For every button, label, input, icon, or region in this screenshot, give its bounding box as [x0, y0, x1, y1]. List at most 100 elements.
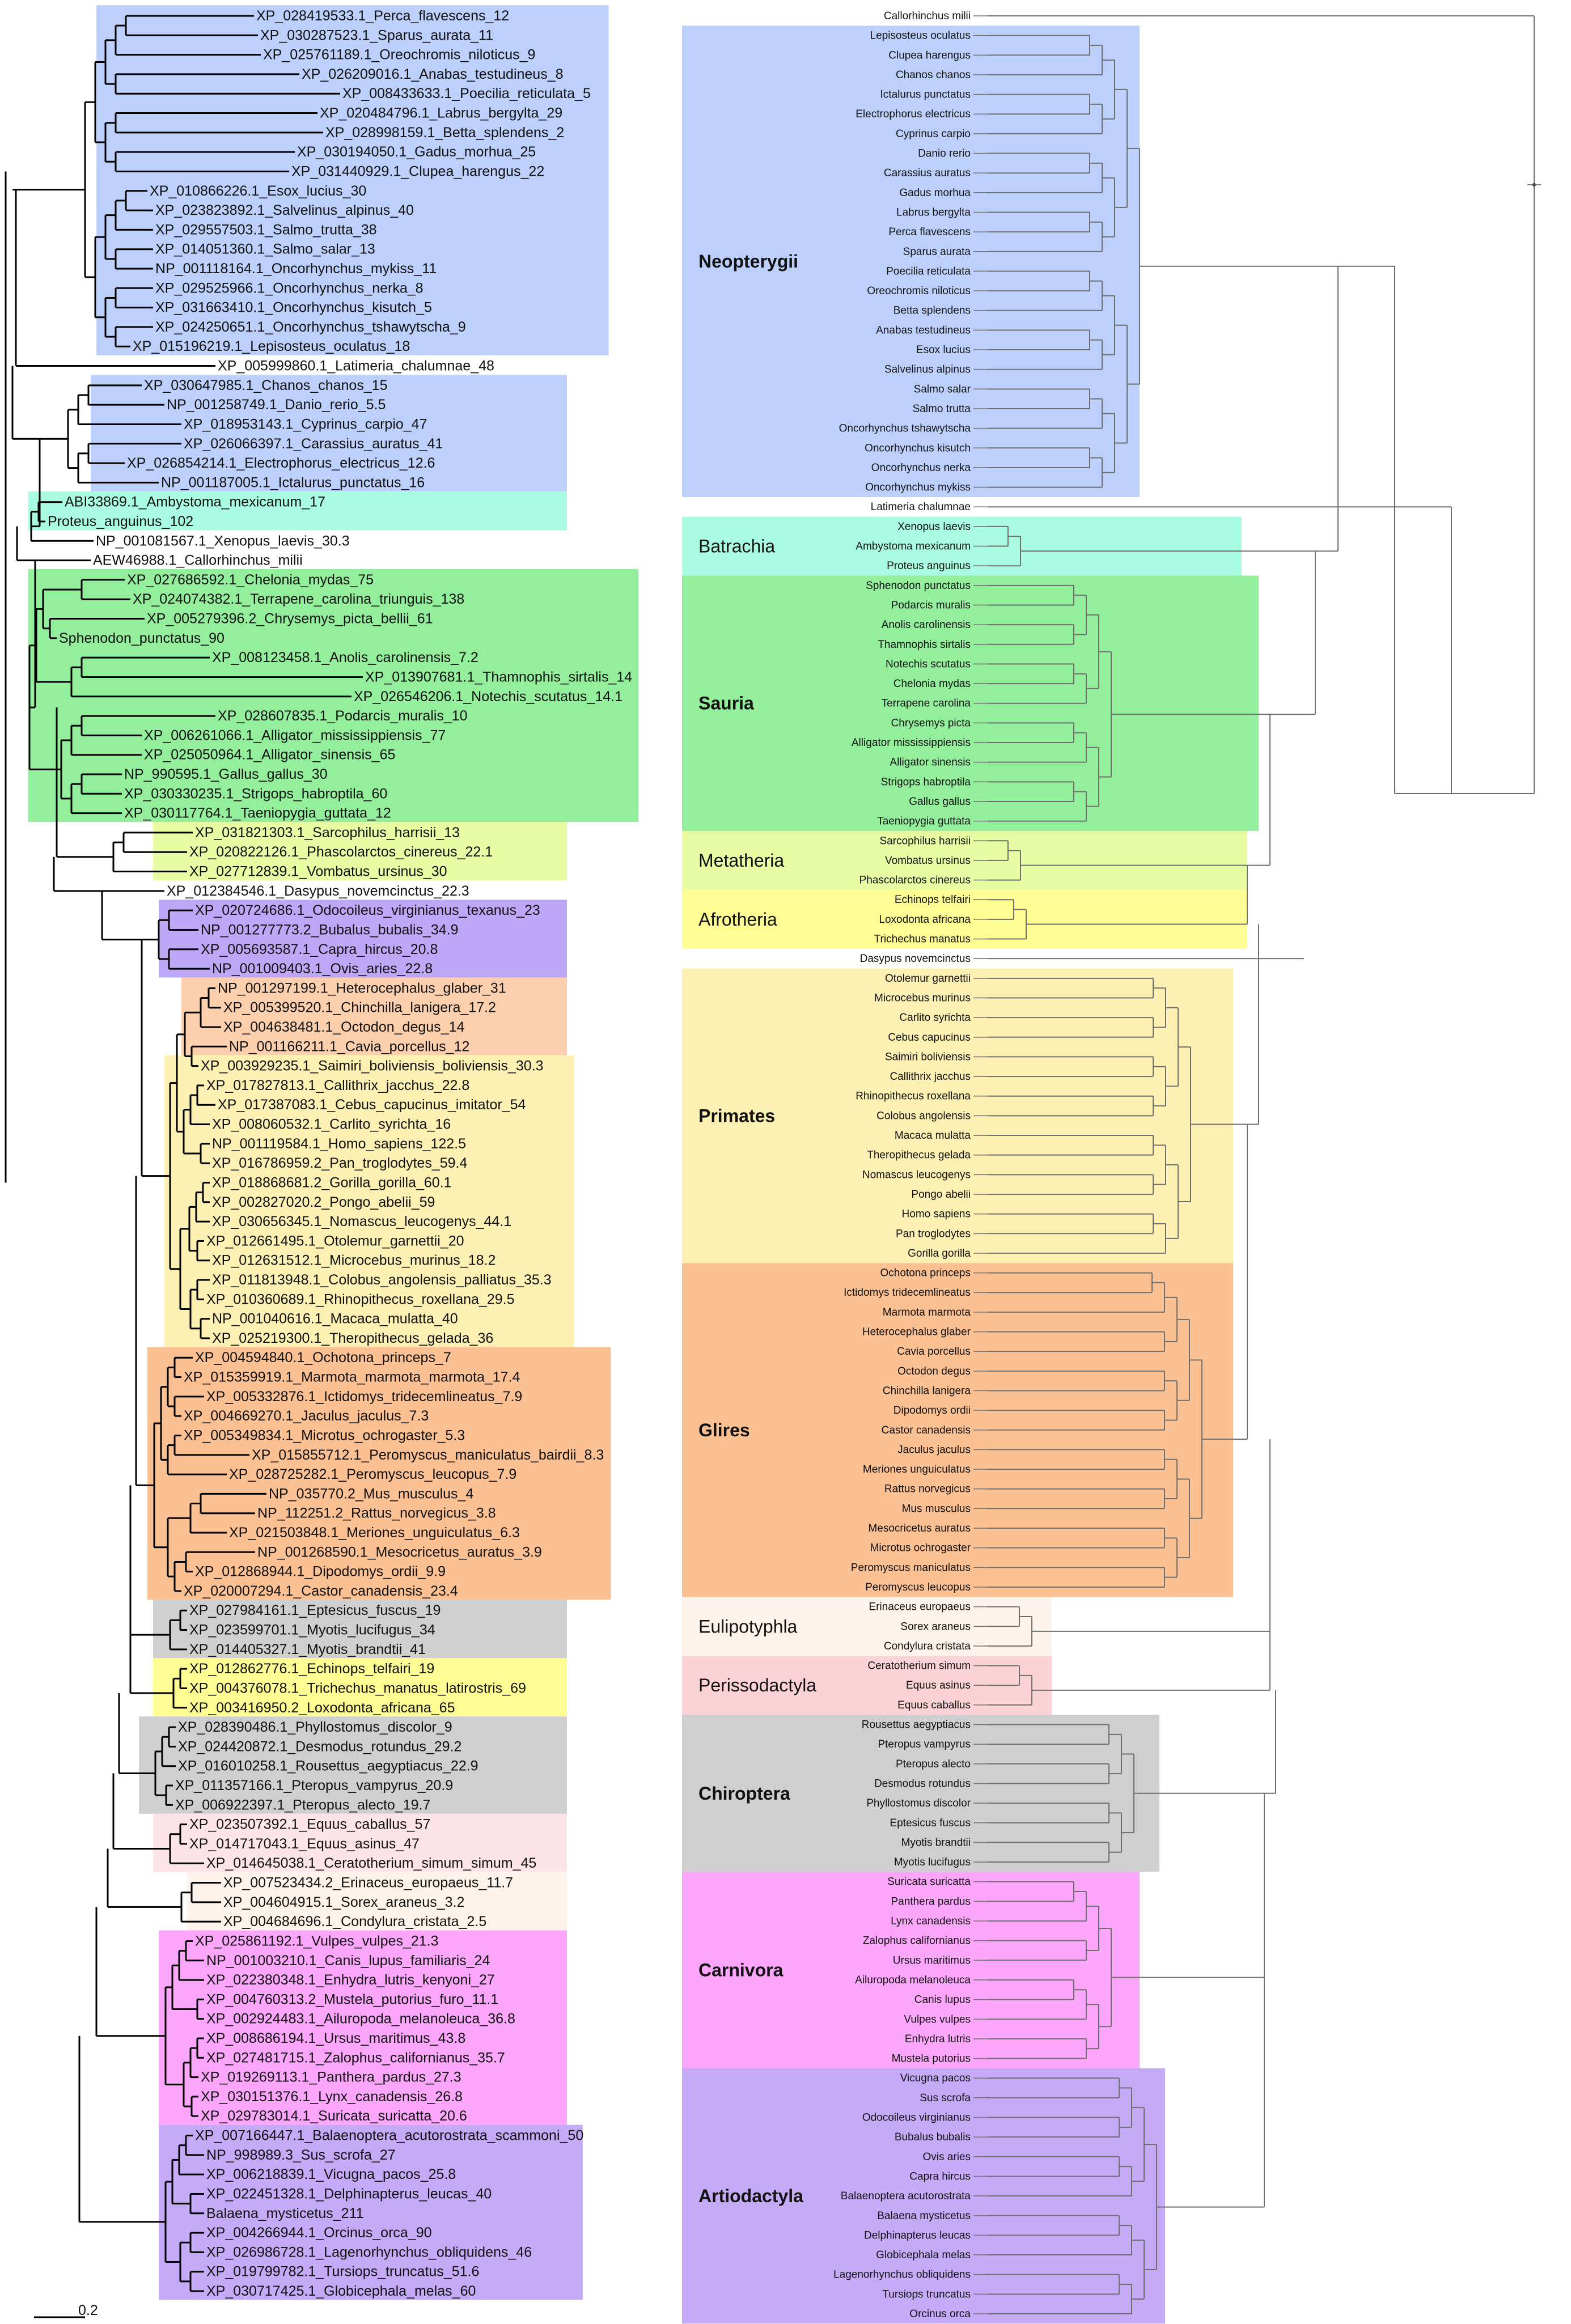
left-leaf-label: XP_005999860.1_Latimeria_chalumnae_48	[218, 358, 494, 374]
scale-bar-label: 0.2	[78, 2302, 98, 2318]
left-clade-highlight-8	[147, 1347, 611, 1600]
left-leaf-label: XP_004266944.1_Orcinus_orca_90	[206, 2225, 432, 2241]
right-leaf-label: Microcebus murinus	[874, 992, 971, 1004]
left-clade-highlight-14	[159, 1930, 567, 2125]
right-leaf-label: Oreochromis niloticus	[867, 285, 971, 297]
left-clade-highlight-7	[164, 1055, 574, 1347]
left-leaf-label: XP_026066397.1_Carassius_auratus_41	[184, 436, 443, 452]
left-leaf-label: NP_001081567.1_Xenopus_laevis_30.3	[96, 533, 350, 549]
left-leaf-label: XP_030717425.1_Globicephala_melas_60	[206, 2283, 476, 2299]
left-clade-highlight-12	[153, 1813, 567, 1872]
right-leaf-label: Pteropus vampyrus	[878, 1738, 971, 1750]
right-leaf-label: Echinops telfairi	[895, 894, 971, 906]
right-clade-highlight-chiroptera	[682, 1715, 1159, 1872]
left-leaf-label: XP_008433633.1_Poecilia_reticulata_5	[342, 86, 591, 101]
left-leaf-label: NP_001166211.1_Cavia_porcellus_12	[229, 1038, 469, 1054]
right-clade-highlight-neopterygii	[682, 26, 1140, 497]
left-leaf-label: Proteus_anguinus_102	[48, 514, 193, 529]
left-leaf-label: Balaena_mysticetus_211	[206, 2206, 364, 2221]
left-leaf-label: XP_020724686.1_Odocoileus_virginianus_te…	[195, 902, 540, 918]
left-leaf-label: XP_005279396.2_Chrysemys_picta_bellii_61	[147, 611, 433, 627]
right-leaf-label: Lagenorhynchus obliquidens	[833, 2269, 971, 2281]
left-leaf-label: XP_023823892.1_Salvelinus_alpinus_40	[155, 202, 414, 218]
left-leaf-label: XP_031440929.1_Clupea_harengus_22	[291, 163, 544, 179]
right-leaf-label: Ailuropoda melanoleuca	[855, 1974, 971, 1986]
right-leaf-label: Lepisosteus oculatus	[870, 30, 971, 42]
right-leaf-label: Peromyscus leucopus	[865, 1581, 971, 1593]
left-leaf-label: XP_027712839.1_Vombatus_ursinus_30	[189, 864, 447, 880]
left-clade-highlight-4	[153, 822, 567, 880]
right-leaf-label: Ursus maritimus	[893, 1954, 971, 1966]
left-leaf-label: NP_001040616.1_Macaca_mulatta_40	[212, 1311, 458, 1327]
right-leaf-label: Danio rerio	[918, 148, 971, 160]
right-leaf-label: Myotis brandtii	[901, 1837, 971, 1848]
right-leaf-label: Pongo abelii	[911, 1189, 971, 1201]
left-clade-highlight-1	[91, 374, 567, 491]
left-leaf-label: XP_030151376.1_Lynx_canadensis_26.8	[201, 2089, 463, 2105]
right-leaf-label: Chinchilla lanigera	[883, 1385, 971, 1397]
right-leaf-label: Poecilia reticulata	[886, 265, 971, 277]
right-leaf-label: Carassius auratus	[884, 167, 971, 179]
left-clade-highlight-10	[153, 1658, 567, 1717]
right-leaf-label: Enhydra lutris	[905, 2033, 971, 2045]
left-leaf-label: XP_030647985.1_Chanos_chanos_15	[144, 378, 388, 393]
left-leaf-label: XP_027984161.1_Eptesicus_fuscus_19	[189, 1602, 441, 1618]
right-leaf-label: Microtus ochrogaster	[870, 1542, 971, 1554]
left-clade-highlight-11	[139, 1716, 567, 1814]
right-clade-highlight-metatheria	[682, 830, 1247, 890]
left-leaf-label: NP_001118164.1_Oncorhynchus_mykiss_11	[155, 261, 437, 277]
right-leaf-label: Colobus angolensis	[876, 1110, 971, 1122]
right-leaf-label: Lynx canadensis	[891, 1915, 971, 1927]
left-leaf-label: XP_008060532.1_Carlito_syrichta_16	[212, 1117, 451, 1133]
right-leaf-label: Xenopus laevis	[897, 521, 971, 533]
left-leaf-label: XP_020822126.1_Phascolarctos_cinereus_22…	[189, 844, 493, 860]
left-leaf-label: XP_028390486.1_Phyllostomus_discolor_9	[178, 1719, 452, 1735]
left-leaf-label: XP_014051360.1_Salmo_salar_13	[155, 241, 375, 257]
right-leaf-label: Equus asinus	[906, 1680, 971, 1691]
right-leaf-label: Electrophorus electricus	[856, 108, 971, 120]
left-leaf-label: XP_004594840.1_Ochotona_princeps_7	[195, 1350, 451, 1365]
left-leaf-label: XP_018953143.1_Cyprinus_carpio_47	[184, 416, 427, 432]
left-leaf-label: XP_012631512.1_Microcebus_murinus_18.2	[212, 1253, 496, 1269]
right-leaf-label: Eptesicus fuscus	[890, 1817, 971, 1829]
left-leaf-label: XP_005332876.1_Ictidomys_tridecemlineatu…	[206, 1389, 522, 1405]
right-leaf-label: Salvelinus alpinus	[884, 364, 971, 376]
left-leaf-label: XP_004638481.1_Octodon_degus_14	[223, 1019, 464, 1035]
right-leaf-label: Gallus gallus	[909, 796, 971, 808]
left-leaf-label: XP_010360689.1_Rhinopithecus_roxellana_2…	[206, 1291, 515, 1307]
right-leaf-label: Tursiops truncatus	[882, 2288, 971, 2300]
right-leaf-label: Vicugna pacos	[900, 2072, 971, 2084]
left-leaf-label: XP_021503848.1_Meriones_unguiculatus_6.3	[229, 1525, 520, 1541]
clade-label-afrotheria: Afrotheria	[698, 909, 777, 930]
right-leaf-label: Delphinapterus leucas	[864, 2229, 971, 2241]
clade-label-batrachia: Batrachia	[698, 536, 775, 557]
right-leaf-label: Cavia porcellus	[897, 1346, 971, 1358]
right-leaf-label: Mustela putorius	[892, 2053, 971, 2065]
left-leaf-label: XP_029525966.1_Oncorhynchus_nerka_8	[155, 280, 424, 296]
right-leaf-label: Pteropus alecto	[896, 1758, 971, 1770]
left-leaf-label: XP_008686194.1_Ursus_maritimus_43.8	[206, 2030, 465, 2046]
right-leaf-label: Dipodomys ordii	[894, 1405, 971, 1417]
right-leaf-label: Taeniopygia guttata	[877, 816, 971, 828]
left-leaf-label: XP_022380348.1_Enhydra_lutris_kenyoni_27	[206, 1972, 495, 1988]
left-leaf-label: XP_012868944.1_Dipodomys_ordii_9.9	[195, 1564, 446, 1580]
right-leaf-label: Esox lucius	[916, 344, 971, 356]
left-clade-highlight-3	[28, 569, 639, 822]
left-leaf-label: XP_025861192.1_Vulpes_vulpes_21.3	[195, 1933, 439, 1949]
left-leaf-label: XP_025219300.1_Theropithecus_gelada_36	[212, 1330, 493, 1346]
clade-label-carnivora: Carnivora	[698, 1960, 784, 1981]
left-leaf-label: XP_027481715.1_Zalophus_californianus_35…	[206, 2050, 505, 2066]
right-leaf-label: Balaenoptera acutorostrata	[841, 2190, 971, 2202]
right-leaf-label: Proteus anguinus	[887, 560, 971, 572]
right-leaf-label: Sparus aurata	[903, 246, 971, 258]
left-leaf-label: NP_990595.1_Gallus_gallus_30	[124, 766, 328, 782]
clade-label-glires: Glires	[698, 1420, 750, 1440]
right-leaf-label: Theropithecus gelada	[867, 1150, 971, 1161]
right-leaf-label: Pan troglodytes	[896, 1228, 971, 1240]
right-leaf-label: Oncorhynchus mykiss	[865, 482, 971, 494]
left-leaf-label: XP_014645038.1_Ceratotherium_simum_simum…	[206, 1855, 536, 1871]
left-leaf-label: XP_029783014.1_Suricata_suricatta_20.6	[201, 2108, 467, 2124]
right-leaf-label: Peromyscus maniculatus	[851, 1562, 971, 1574]
clade-label-metatheria: Metatheria	[698, 850, 784, 871]
